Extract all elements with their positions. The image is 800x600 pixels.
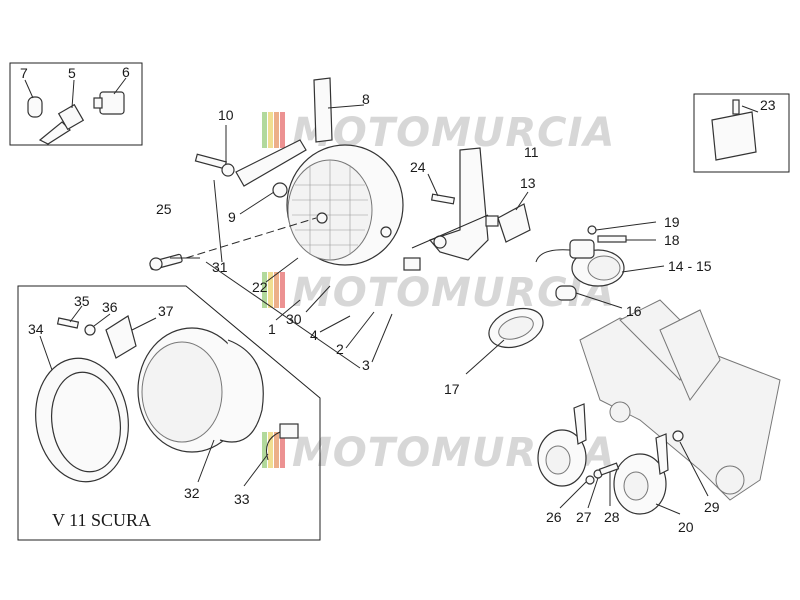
scura-inset-box [17,285,321,541]
headlamp-bracket-8 [313,77,333,143]
main-headlamp [286,144,404,266]
signal-bulb-16 [555,285,577,301]
callout-3: 3 [362,357,370,373]
washer-29 [672,430,684,442]
bulb-connector-6 [93,91,125,115]
connector-33 [266,423,299,461]
bolt-24 [430,193,456,205]
callout-1: 1 [268,321,276,337]
callout-18: 18 [664,232,680,248]
callout-24: 24 [410,159,426,175]
watermark-middle: MOTOMURCIA [262,270,614,316]
signal-lens-17 [488,307,544,349]
callout-36: 36 [102,299,118,315]
callout-22: 22 [252,279,268,295]
callout-25: 25 [156,201,172,217]
callout-13: 13 [520,175,536,191]
callout-31: 31 [212,259,228,275]
reflector-23 [711,99,757,161]
callout-28: 28 [604,509,620,525]
frame-bracket-11 [428,147,489,261]
bracket-37 [105,315,137,359]
callout-10: 10 [218,107,234,123]
callout-6: 6 [122,64,130,80]
bolt-35 [56,317,80,329]
headlamp-body-32 [137,327,264,453]
callout-33: 33 [234,491,250,507]
callout-2: 2 [336,341,344,357]
callout-7-label: 7 [20,65,28,81]
headlamp-rim-34 [35,357,129,483]
screw-19 [587,225,597,235]
headlamp-connector [403,257,421,271]
callout-8: 8 [362,91,370,107]
motorcycle-frame [579,299,781,501]
callout-14-15: 14 - 15 [668,258,712,274]
callout-26: 26 [546,509,562,525]
horn-left [537,403,587,487]
screw-18 [597,235,627,243]
callout-19: 19 [664,214,680,230]
bracket-arm-9 [235,139,307,198]
leader-lines [39,104,709,515]
callout-34: 34 [28,321,44,337]
callout-20: 20 [678,519,694,535]
inset-caption: V 11 SCURA [52,510,151,530]
callout-37: 37 [158,303,174,319]
callout-11: 11 [524,144,539,160]
headlamp-bulb-5 [38,103,85,145]
reflector-box [693,93,790,173]
small-bulb-7 [27,96,43,118]
callout-35: 35 [74,293,90,309]
callout-29: 29 [704,499,720,515]
horn-bolt-26-27-28 [585,462,620,485]
washer-36 [84,324,96,336]
callout-16: 16 [626,303,642,319]
bulb-parts-box [9,62,143,146]
bolt-25 [149,253,183,271]
callout-32: 32 [184,485,200,501]
turn-signal-14-15 [535,239,625,287]
callout-23: 23 [760,97,776,113]
relay-13 [485,203,531,243]
horn-right [613,433,669,515]
callout-17: 17 [444,381,460,397]
callout-5: 5 [68,65,76,81]
callout-27: 27 [576,509,592,525]
bolt-10 [194,153,235,177]
callout-9: 9 [228,209,236,225]
callout-4: 4 [310,327,318,343]
callout-30: 30 [286,311,302,327]
